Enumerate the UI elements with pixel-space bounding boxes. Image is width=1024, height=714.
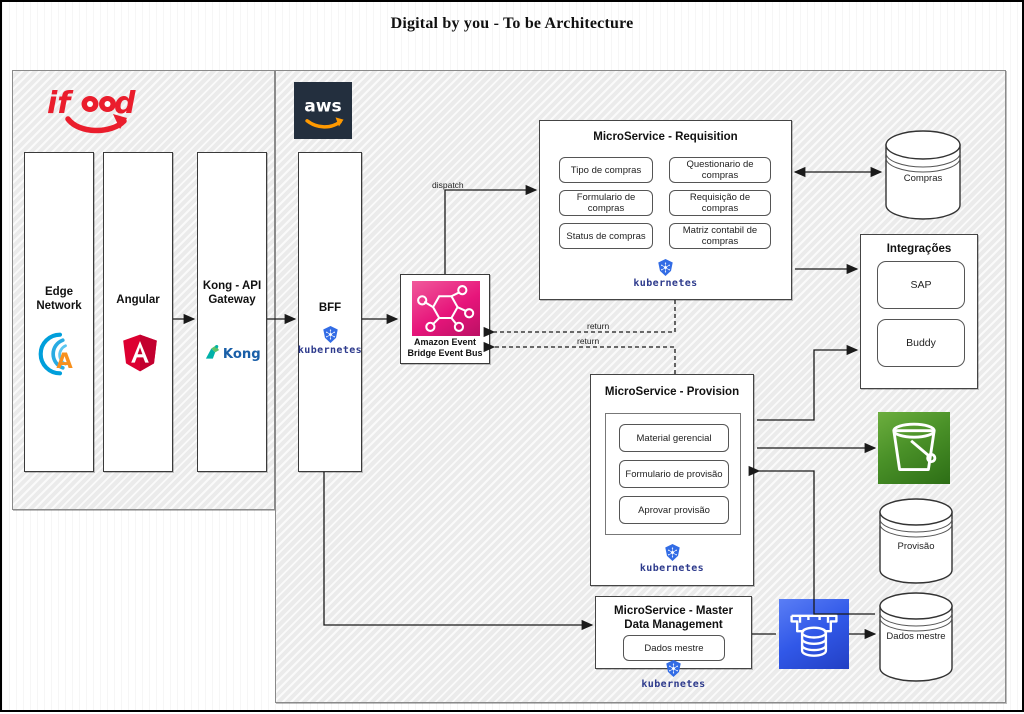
dispatch-label: dispatch <box>432 180 464 190</box>
kubernetes-badge-requisition: kubernetes <box>540 258 791 289</box>
kubernetes-label: kubernetes <box>641 679 706 690</box>
kubernetes-label: kubernetes <box>639 563 705 574</box>
dados-mestre-label: Dados mestre <box>886 631 946 642</box>
integrations-group[interactable]: Integrações SAP Buddy <box>860 234 978 389</box>
chip-requisicao-de-compras[interactable]: Requisição de compras <box>669 190 771 216</box>
kubernetes-icon <box>658 258 673 277</box>
sidebar-item-edge-network[interactable]: Edge Network A <box>24 152 94 472</box>
aws-logo: aws <box>294 82 352 139</box>
svg-text:A: A <box>56 348 73 373</box>
kubernetes-icon <box>666 659 681 678</box>
s3-bucket-icon[interactable] <box>878 412 950 484</box>
integrations-title: Integrações <box>886 243 952 255</box>
integration-buddy[interactable]: Buddy <box>877 319 965 367</box>
kubernetes-label: kubernetes <box>633 278 698 289</box>
kubernetes-badge-mdm: kubernetes <box>595 659 752 690</box>
integration-sap[interactable]: SAP <box>877 261 965 309</box>
mdm-title: MicroService - Master Data Management <box>614 605 733 631</box>
svg-text:d: d <box>114 86 136 121</box>
chip-status-de-compras[interactable]: Status de compras <box>559 223 653 249</box>
datastore-dados-mestre[interactable]: Dados mestre <box>878 591 954 683</box>
svg-text:Kong: Kong <box>223 347 261 362</box>
edge-network-label: Edge Network <box>36 286 82 312</box>
datastore-compras[interactable]: Compras <box>884 129 962 221</box>
kubernetes-icon <box>322 325 338 344</box>
svg-text:aws: aws <box>304 97 342 117</box>
chip-material-gerencial[interactable]: Material gerencial <box>619 424 729 452</box>
sidebar-item-angular[interactable]: Angular <box>103 152 173 472</box>
page-title: Digital by you - To be Architecture <box>390 15 634 32</box>
datastore-provisao[interactable]: Provisão <box>878 497 954 585</box>
microservice-requisition[interactable]: MicroService - Requisition Tipo de compr… <box>539 120 792 300</box>
return-label-bottom: return <box>577 336 600 346</box>
chip-aprovar-provisao[interactable]: Aprovar provisão <box>619 496 729 524</box>
chip-formulario-de-provisao[interactable]: Formulario de provisão <box>619 460 729 488</box>
chip-formulario-de-compras[interactable]: Formulario de compras <box>559 190 653 216</box>
eventbridge-icon <box>412 281 480 336</box>
akamai-logo: A <box>37 331 83 382</box>
kong-logo: Kong <box>202 341 264 368</box>
chip-tipo-de-compras[interactable]: Tipo de compras <box>559 157 653 183</box>
provision-title: MicroService - Provision <box>604 386 740 398</box>
compras-label: Compras <box>903 173 943 184</box>
kubernetes-label: kubernetes <box>297 345 363 356</box>
kubernetes-badge-bff: kubernetes <box>297 325 363 356</box>
ifood-logo: if d <box>44 82 139 137</box>
chip-dados-mestre[interactable]: Dados mestre <box>623 635 725 661</box>
svg-text:if: if <box>47 86 74 121</box>
kubernetes-icon <box>664 543 680 562</box>
chip-questionario-de-compras[interactable]: Questionario de compras <box>669 157 771 183</box>
microservice-provision[interactable]: MicroService - Provision Material gerenc… <box>590 374 754 586</box>
kong-label: Kong - API Gateway <box>202 280 262 306</box>
return-label-top: return <box>587 321 610 331</box>
angular-logo <box>120 331 160 380</box>
kubernetes-badge-provision: kubernetes <box>591 543 753 574</box>
bff-service[interactable]: BFF kubernetes <box>298 152 362 472</box>
bff-label: BFF <box>318 302 342 314</box>
provisao-label: Provisão <box>897 541 935 552</box>
angular-label: Angular <box>116 294 160 306</box>
requisition-title: MicroService - Requisition <box>593 131 738 143</box>
sidebar-item-kong[interactable]: Kong - API Gateway Kong <box>197 152 267 472</box>
chip-matriz-contabil-de-compras[interactable]: Matriz contabil de compras <box>669 223 771 249</box>
provision-inner-group: Material gerencial Formulario de provisã… <box>605 413 741 535</box>
eventbridge-node[interactable]: Amazon Event Bridge Event Bus <box>400 274 490 364</box>
dynamodb-icon[interactable] <box>779 599 849 669</box>
eventbridge-label: Amazon Event Bridge Event Bus <box>407 337 483 358</box>
